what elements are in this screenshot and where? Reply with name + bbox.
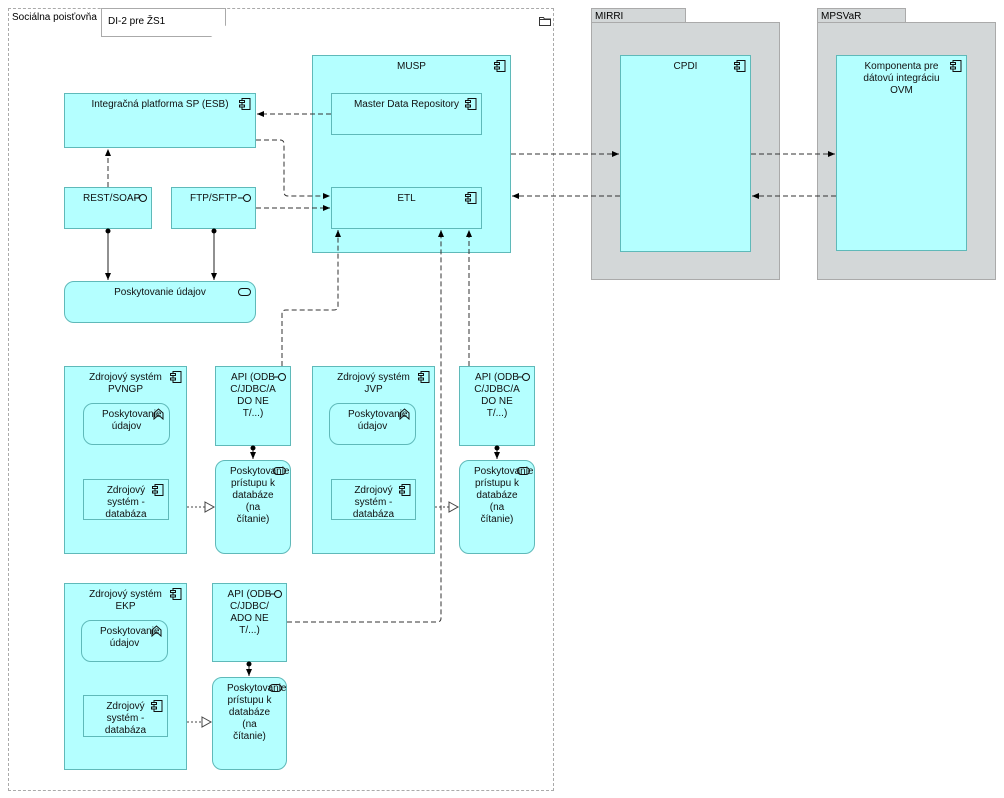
ekp-title: Zdrojový systém EKP: [89, 589, 162, 612]
function-icon: [398, 408, 411, 420]
rest-label: REST/SOAP: [83, 193, 141, 204]
api-label: API (ODBC/JDBC/ADO NET/...): [230, 372, 276, 419]
folder-icon: [539, 13, 551, 31]
interface-icon: [238, 192, 251, 204]
db-label: Zdrojový systém - databáza: [352, 485, 395, 520]
interface-api-2[interactable]: API (ODBC/JDBC/ADO NET/...): [459, 366, 535, 446]
service-label: Poskytovanie prístupu k databáze (na čít…: [230, 466, 290, 525]
component-icon: [733, 60, 746, 72]
component-ekp[interactable]: Zdrojový systém EKP: [64, 583, 187, 770]
component-cpdi[interactable]: CPDI: [620, 55, 751, 252]
component-komponenta-ovm[interactable]: Komponenta pre dátovú integráciu OVM: [836, 55, 967, 251]
jvp-title: Zdrojový systém JVP: [337, 372, 410, 395]
flow-api3-to-etl: [287, 230, 444, 623]
component-icon: [464, 98, 477, 110]
component-icon: [493, 60, 506, 72]
service-icon: [517, 465, 530, 477]
ftp-label: FTP/SFTP: [190, 193, 238, 204]
component-master-data-repository[interactable]: Master Data Repository: [331, 93, 482, 135]
service-label: Poskytovanie prístupu k databáze (na čít…: [474, 466, 534, 525]
component-icon: [169, 371, 182, 383]
pvngp-title: Zdrojový systém PVNGP: [89, 372, 162, 395]
group-mirri-tab[interactable]: MIRRI: [591, 8, 686, 23]
function-icon: [150, 625, 163, 637]
component-icon: [464, 192, 477, 204]
function-label: Poskytovanie údajov: [348, 409, 408, 432]
mdr-label: Master Data Repository: [353, 99, 460, 110]
component-ekp-db[interactable]: Zdrojový systém - databáza: [83, 695, 168, 737]
component-icon: [417, 371, 430, 383]
component-icon: [238, 98, 251, 110]
esb-label: Integračná platforma SP (ESB): [91, 99, 229, 110]
service-poskytovanie-udajov[interactable]: Poskytovanie údajov: [64, 281, 256, 323]
component-icon: [169, 588, 182, 600]
function-icon: [152, 408, 165, 420]
api-label: API (ODBC/JDBC/ADO NET/...): [474, 372, 520, 419]
group-mpsvar-tab[interactable]: MPSVaR: [817, 8, 906, 23]
interface-icon: [517, 371, 530, 383]
component-etl[interactable]: ETL: [331, 187, 482, 229]
interface-api-3[interactable]: API (ODBC/JDBC/ADO NET/...): [212, 583, 287, 662]
group-socialna-poistovna[interactable]: Sociálna poisťovňa: [8, 8, 554, 791]
component-pvngp-db[interactable]: Zdrojový systém - databáza: [83, 479, 169, 520]
component-icon: [151, 484, 164, 496]
flow-api1-to-etl: [281, 230, 341, 366]
function-jvp[interactable]: Poskytovanie údajov: [329, 403, 416, 445]
component-icon: [398, 484, 411, 496]
db-label: Zdrojový systém - databáza: [105, 485, 147, 520]
musp-title: MUSP: [397, 61, 426, 72]
service-icon: [273, 465, 286, 477]
note-di2[interactable]: DI-2 pre ŽS1: [101, 8, 226, 37]
service-db-access-1[interactable]: Poskytovanie prístupu k databáze (na čít…: [215, 460, 291, 554]
interface-icon: [134, 192, 147, 204]
component-jvp[interactable]: Zdrojový systém JVP: [312, 366, 435, 554]
function-pvngp[interactable]: Poskytovanie údajov: [83, 403, 170, 445]
function-ekp[interactable]: Poskytovanie údajov: [81, 620, 168, 662]
component-icon: [949, 60, 962, 72]
function-label: Poskytovanie údajov: [100, 626, 160, 649]
flow-esb-to-etl: [256, 139, 330, 199]
component-pvngp[interactable]: Zdrojový systém PVNGP: [64, 366, 187, 554]
function-label: Poskytovanie údajov: [102, 409, 162, 432]
service-db-access-3[interactable]: Poskytovanie prístupu k databáze (na čít…: [212, 677, 287, 770]
mirri-title: MIRRI: [595, 11, 624, 22]
db-label: Zdrojový systém - databáza: [104, 701, 147, 736]
interface-icon: [273, 371, 286, 383]
component-icon: [150, 700, 163, 712]
service-icon: [238, 286, 251, 298]
api-label: API (ODBC/JDBC/ADO NET/...): [227, 589, 272, 636]
etl-label: ETL: [397, 193, 416, 204]
component-esb[interactable]: Integračná platforma SP (ESB): [64, 93, 256, 148]
interface-icon: [269, 588, 282, 600]
component-jvp-db[interactable]: Zdrojový systém - databáza: [331, 479, 416, 520]
komponenta-label: Komponenta pre dátovú integráciu OVM: [863, 61, 940, 96]
note-text: DI-2 pre ŽS1: [108, 16, 166, 27]
service-icon: [269, 682, 282, 694]
poskytovanie-label: Poskytovanie údajov: [114, 287, 206, 298]
service-label: Poskytovanie prístupu k databáze (na čít…: [227, 683, 287, 742]
interface-api-1[interactable]: API (ODBC/JDBC/ADO NET/...): [215, 366, 291, 446]
mpsvar-title: MPSVaR: [821, 11, 862, 22]
interface-ftp-sftp[interactable]: FTP/SFTP: [171, 187, 256, 229]
group-title: Sociálna poisťovňa: [12, 12, 97, 23]
service-db-access-2[interactable]: Poskytovanie prístupu k databáze (na čít…: [459, 460, 535, 554]
cpdi-label: CPDI: [673, 61, 698, 72]
